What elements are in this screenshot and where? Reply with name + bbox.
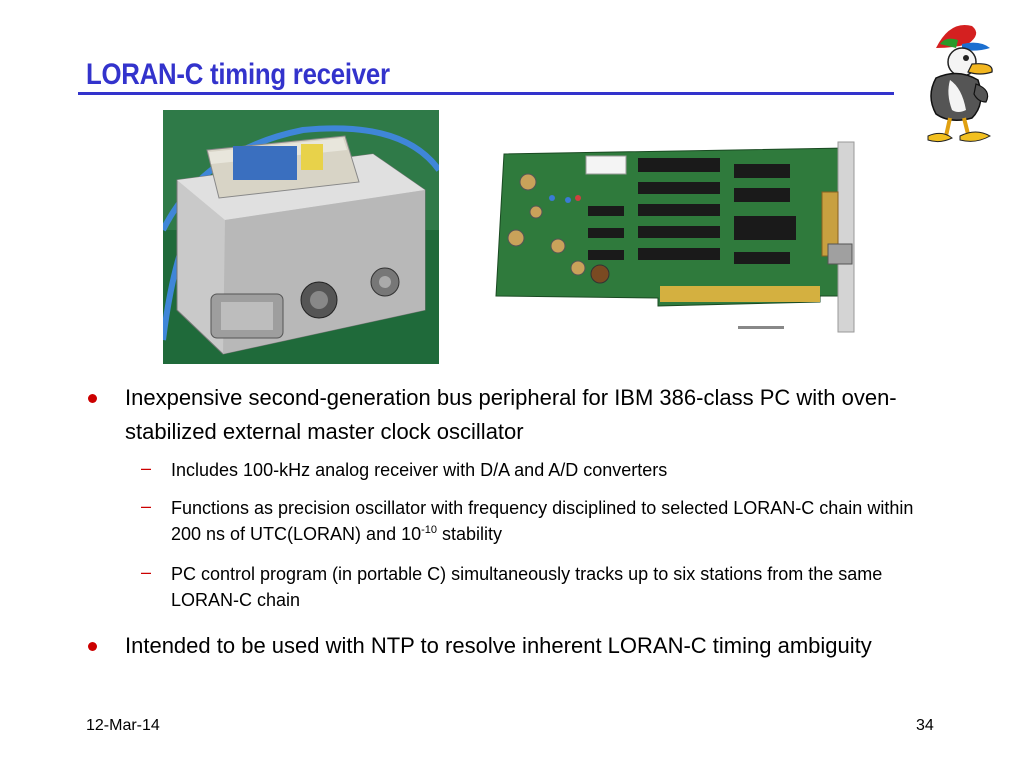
duck-mascot-logo <box>927 24 993 143</box>
bullet-marker <box>88 642 97 651</box>
title-underline <box>78 92 894 95</box>
sub-bullet-text-main: Functions as precision oscillator with f… <box>171 498 914 544</box>
slide-title: LORAN-C timing receiver <box>86 58 390 91</box>
sub-bullet-text-tail: stability <box>437 524 503 544</box>
bullet-text: Inexpensive second-generation bus periph… <box>125 385 897 444</box>
sub-bullet-text: Includes 100-kHz analog receiver with D/… <box>171 460 668 480</box>
sub-bullet-marker: – <box>141 562 152 582</box>
exponent: -10 <box>421 524 438 536</box>
circuit-board-photo <box>488 136 872 356</box>
bullet-marker <box>88 394 97 403</box>
sub-bullet-text: PC control program (in portable C) simul… <box>171 564 883 610</box>
sub-bullet-marker: – <box>141 496 152 516</box>
bullet-text: Intended to be used with NTP to resolve … <box>125 633 872 658</box>
footer-date: 12-Mar-14 <box>86 717 160 734</box>
sub-bullet-marker: – <box>141 458 152 478</box>
footer-page-number: 34 <box>916 717 934 734</box>
sub-bullet-text: Functions as precision oscillator with f… <box>171 495 931 547</box>
receiver-enclosure-photo <box>163 110 439 364</box>
